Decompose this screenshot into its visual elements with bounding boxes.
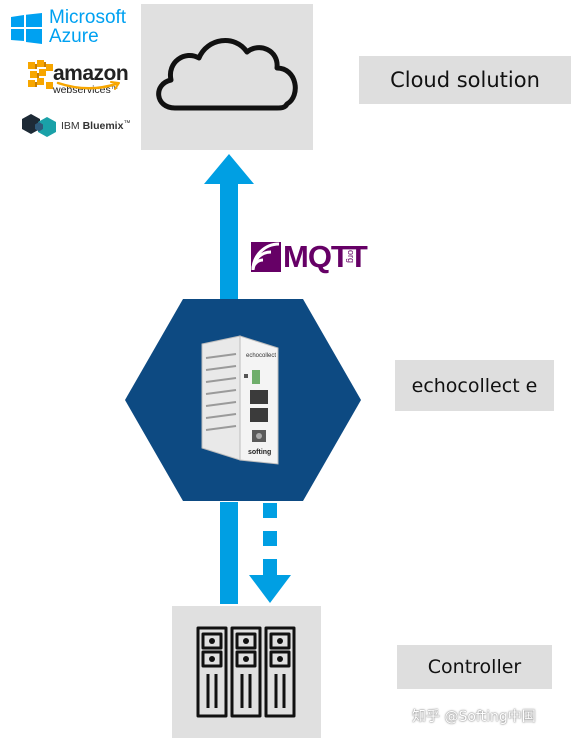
- cloud-solution-label-text: Cloud solution: [390, 68, 540, 92]
- aws-logo-text: amazon webservices™: [53, 62, 129, 96]
- controller-label-text: Controller: [427, 656, 522, 678]
- echocollect-label-text: echocollect e: [411, 374, 538, 397]
- azure-logo-line2: Azure: [49, 26, 99, 47]
- bluemix-logo-icon: [22, 114, 56, 137]
- controller-link-line: [220, 502, 238, 604]
- bluemix-logo-prefix: IBM: [61, 120, 80, 132]
- mqtt-logo-text: MQTT: [283, 239, 368, 274]
- aws-logo-line1: amazon: [53, 62, 129, 85]
- dashed-arrow-head: [249, 559, 291, 603]
- cloud-solution-label: Cloud solution: [359, 56, 571, 104]
- controller-label: Controller: [397, 645, 552, 689]
- aws-smile-icon: [56, 81, 120, 90]
- dashed-arrow-segment-1: [263, 503, 277, 518]
- upload-arrow: [204, 154, 254, 302]
- windows-logo-icon: [11, 13, 42, 44]
- bluemix-logo-text: IBM Bluemix™: [61, 120, 130, 132]
- bluemix-logo-tm: ™: [123, 120, 131, 127]
- azure-logo-line1: Microsoft: [49, 7, 127, 28]
- aws-cubes-icon: [28, 60, 53, 89]
- watermark-text: 知乎 @Softing中国: [412, 709, 536, 725]
- azure-logo-text: Microsoft Azure: [49, 8, 126, 46]
- server-racks-icon: [196, 626, 296, 718]
- mqtt-logo-suffix: org: [346, 250, 356, 264]
- mqtt-logo-icon: [251, 242, 281, 272]
- device-top-text: echocollect: [246, 353, 276, 359]
- cloud-icon: [156, 38, 298, 111]
- dashed-arrow-segment-2: [263, 531, 277, 546]
- echocollect-label: echocollect e: [395, 360, 554, 411]
- device-brand-text: softing: [248, 449, 271, 456]
- echocollect-device-icon: echocollect softing: [201, 335, 279, 465]
- bluemix-logo-name: Bluemix: [82, 120, 124, 132]
